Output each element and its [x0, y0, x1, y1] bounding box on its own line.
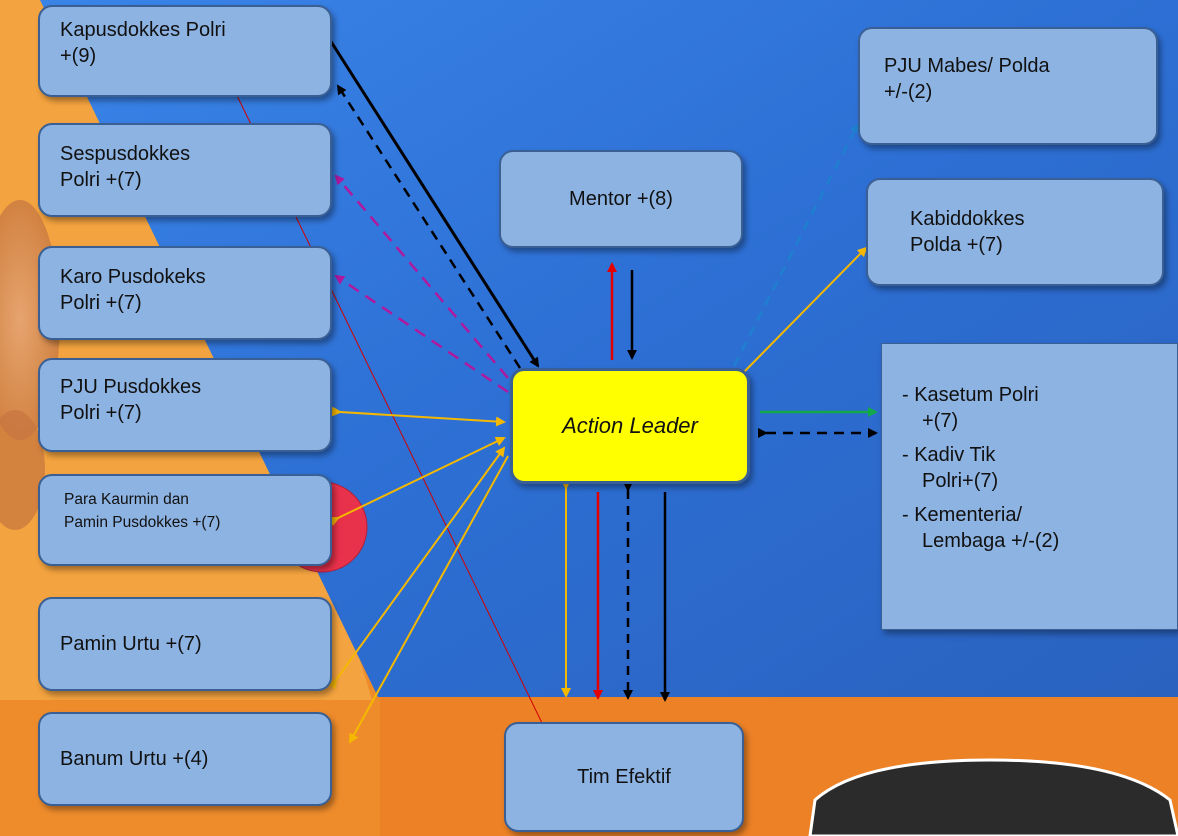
list-item-kasetum: - Kasetum Polri +(7): [902, 382, 1167, 434]
node-pju-pusdokkes-line1: PJU Pusdokkes: [60, 376, 202, 398]
node-para-kaurmin-line1: Para Kaurmin dan: [64, 491, 189, 508]
node-pju-mabes-line2: +/-(2): [884, 81, 933, 104]
node-pamin-urtu: Pamin Urtu +(7): [38, 597, 332, 691]
node-sespusdokkes-line1: Sespusdokkes: [60, 143, 191, 165]
list-item-kasetum-line2: +(7): [922, 410, 959, 432]
node-kabiddokkes: Kabiddokkes Polda +(7): [866, 178, 1164, 286]
list-item-kementeria-line1: - Kementeria/: [902, 504, 1023, 526]
node-karo-line1: Karo Pusdokeks: [60, 266, 206, 288]
node-action-leader-label: Action Leader: [562, 413, 698, 438]
node-pamin-urtu-label: Pamin Urtu +(7): [60, 632, 202, 655]
node-action-leader: Action Leader: [510, 368, 750, 484]
node-kapusdokkes: Kapusdokkes Polri +(9): [38, 5, 332, 97]
node-pju-mabes: PJU Mabes/ Polda +/-(2): [858, 27, 1158, 145]
node-tim-efektif: Tim Efektif: [504, 722, 744, 832]
node-pju-mabes-line1: PJU Mabes/ Polda: [884, 55, 1050, 77]
node-karo-line2: Polri +(7): [60, 292, 142, 315]
list-item-kadiv-tik-line2: Polri+(7): [922, 470, 999, 492]
list-item-kementeria-line2: Lembaga +/-(2): [922, 530, 1060, 552]
list-item-kadiv-tik: - Kadiv Tik Polri+(7): [902, 442, 1167, 494]
node-kabiddokkes-line1: Kabiddokkes: [910, 208, 1025, 230]
list-item-kementeria: - Kementeria/ Lembaga +/-(2): [902, 502, 1167, 554]
node-sespusdokkes: Sespusdokkes Polri +(7): [38, 123, 332, 217]
node-tim-efektif-label: Tim Efektif: [577, 765, 671, 788]
node-pju-pusdokkes-line2: Polri +(7): [60, 402, 142, 425]
node-para-kaurmin-line2: Pamin Pusdokkes +(7): [64, 514, 221, 532]
node-pju-pusdokkes: PJU Pusdokkes Polri +(7): [38, 358, 332, 452]
node-kabiddokkes-line2: Polda +(7): [910, 234, 1003, 257]
list-item-kadiv-tik-line1: - Kadiv Tik: [902, 444, 996, 466]
node-banum-urtu-label: Banum Urtu +(4): [60, 747, 209, 770]
external-stakeholders-list: - Kasetum Polri +(7) - Kadiv Tik Polri+(…: [881, 343, 1178, 630]
node-para-kaurmin: Para Kaurmin dan Pamin Pusdokkes +(7): [38, 474, 332, 566]
node-kapusdokkes-line2: +(9): [60, 45, 97, 68]
node-kapusdokkes-line1: Kapusdokkes Polri: [60, 19, 226, 41]
node-mentor: Mentor +(8): [499, 150, 743, 248]
list-item-kasetum-line1: - Kasetum Polri: [902, 384, 1039, 406]
node-sespusdokkes-line2: Polri +(7): [60, 169, 142, 192]
node-banum-urtu: Banum Urtu +(4): [38, 712, 332, 806]
node-karo-pusdokeks: Karo Pusdokeks Polri +(7): [38, 246, 332, 340]
node-mentor-label: Mentor +(8): [569, 187, 673, 210]
